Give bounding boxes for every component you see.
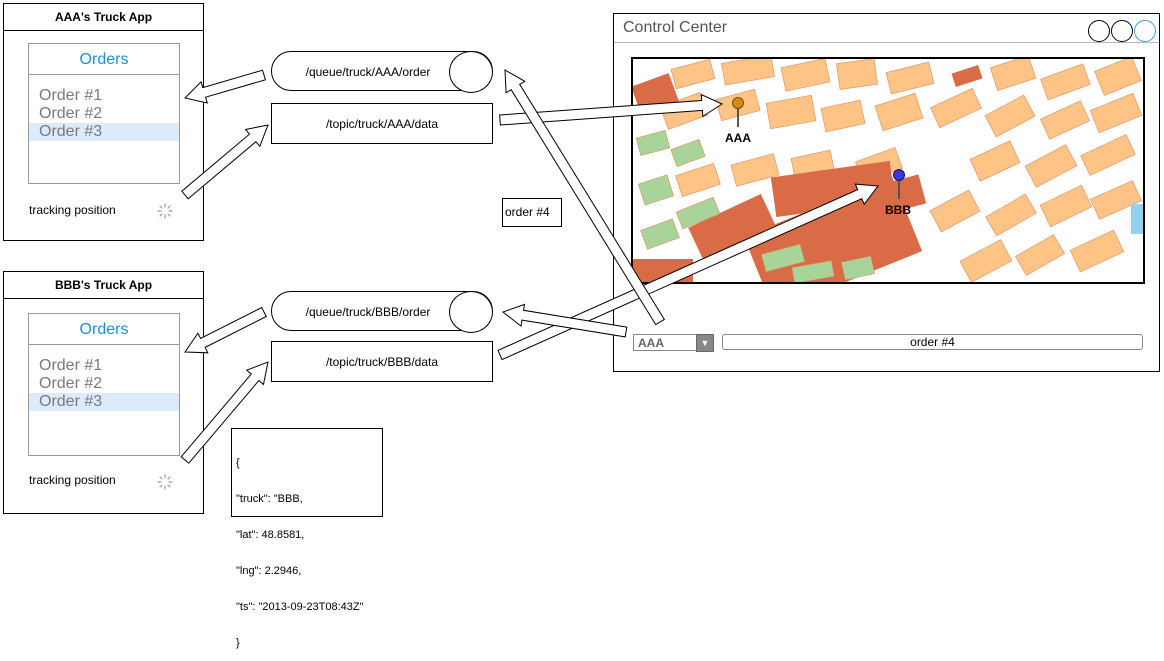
bbb-order-queue: /queue/truck/BBB/order [271,291,493,333]
aaa-tracking-label: tracking position [29,203,116,217]
control-center-window: Control Center [613,13,1160,372]
aaa-pin-label: AAA [725,131,751,145]
bbb-pin-label: BBB [885,203,911,217]
json-line: "lng": 2.2946, [236,565,302,577]
aaa-map-pin-icon[interactable] [731,97,745,127]
queue-cap [449,291,493,333]
truck-select-value: AAA [638,336,664,350]
bbb-order-item-2[interactable]: Order #2 [39,375,103,392]
window-button-3[interactable] [1134,20,1156,42]
truck-select[interactable]: AAA ▼ [633,334,714,352]
json-line: "truck": "BBB, [236,493,303,505]
bbb-spinner-icon [156,473,174,491]
window-button-2[interactable] [1111,20,1133,42]
bbb-app-title: BBB's Truck App [4,272,203,299]
aaa-truck-app: AAA's Truck App Orders Order #1 Order #2… [3,3,204,241]
aaa-orders-panel: Orders Order #1 Order #2 Order #3 [28,43,180,184]
arrow-center-to-bbb-queue [501,303,628,338]
bbb-order-item-1[interactable]: Order #1 [39,357,103,374]
aaa-orders-header: Orders [29,44,179,75]
json-line: { [236,457,240,469]
order-note: order #4 [502,198,562,227]
aaa-data-topic: /topic/truck/AAA/data [271,103,493,144]
aaa-order-item-2[interactable]: Order #2 [39,105,103,122]
bbb-map-pin-icon[interactable] [892,169,906,199]
aaa-topic-label: /topic/truck/AAA/data [325,117,439,131]
bbb-orders-header: Orders [29,314,179,345]
order-input[interactable]: order #4 [722,334,1143,350]
bbb-order-item-3[interactable]: Order #3 [29,393,179,411]
json-line: "ts": "2013-09-23T08:43Z" [236,601,364,613]
queue-cap [449,51,493,93]
control-center-title: Control Center [623,19,728,36]
bbb-truck-app: BBB's Truck App Orders Order #1 Order #2… [3,271,204,514]
aaa-order-item-3[interactable]: Order #3 [29,123,179,141]
chevron-down-icon[interactable]: ▼ [696,334,714,352]
aaa-queue-label: /queue/truck/AAA/order [305,65,431,79]
json-line: "lat": 48.8581, [236,529,305,541]
aaa-app-title: AAA's Truck App [4,4,203,31]
bbb-orders-panel: Orders Order #1 Order #2 Order #3 [28,313,180,456]
aaa-spinner-icon [156,202,174,220]
window-button-1[interactable] [1088,20,1110,42]
bbb-tracking-label: tracking position [29,473,116,487]
json-line: } [236,637,240,649]
bbb-data-topic: /topic/truck/BBB/data [271,341,493,382]
json-message-box: { "truck": "BBB, "lat": 48.8581, "lng": … [231,428,383,649]
aaa-order-item-1[interactable]: Order #1 [39,87,103,104]
bbb-queue-label: /queue/truck/BBB/order [305,305,431,319]
aaa-order-queue: /queue/truck/AAA/order [271,51,493,93]
city-map[interactable]: AAA BBB [631,57,1145,284]
order-note-label: order #4 [505,205,550,219]
bbb-topic-label: /topic/truck/BBB/data [325,355,439,369]
